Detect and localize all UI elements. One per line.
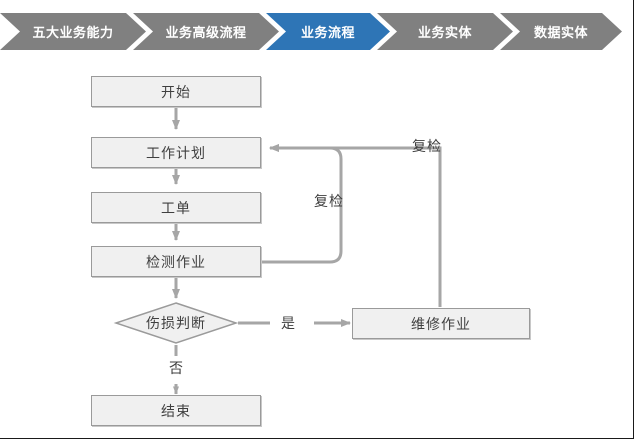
node-start[interactable]: 开始 xyxy=(91,76,261,107)
edge-label-yes: 是 xyxy=(281,315,296,331)
banner-step-1[interactable]: 五大业务能力 xyxy=(0,13,146,50)
process-banner: 五大业务能力 业务高级流程 业务流程 业务实体 数据实体 xyxy=(0,13,633,50)
node-workorder[interactable]: 工单 xyxy=(91,192,261,223)
edge-label-recheck-inner: 复检 xyxy=(314,193,344,209)
chevron-shape xyxy=(500,13,622,50)
banner-step-3[interactable]: 业务流程 xyxy=(266,13,390,50)
banner-step-4[interactable]: 业务实体 xyxy=(377,13,513,50)
chevron-shape xyxy=(0,13,146,50)
banner-step-5[interactable]: 数据实体 xyxy=(500,13,622,50)
banner-step-2[interactable]: 业务高级流程 xyxy=(133,13,279,50)
chevron-shape xyxy=(377,13,513,50)
node-end[interactable]: 结束 xyxy=(91,395,261,426)
node-decision-label: 伤损判断 xyxy=(146,315,206,331)
node-repair[interactable]: 维修作业 xyxy=(352,308,530,339)
edge-recheck-outer xyxy=(269,144,442,307)
chevron-shape xyxy=(133,13,279,50)
node-decision-shape[interactable] xyxy=(113,302,239,344)
node-inspect[interactable]: 检测作业 xyxy=(91,246,261,277)
node-plan[interactable]: 工作计划 xyxy=(91,137,261,168)
chevron-shape xyxy=(266,13,390,50)
edge-label-recheck-outer: 复检 xyxy=(412,138,442,154)
edge-label-no: 否 xyxy=(169,360,184,376)
